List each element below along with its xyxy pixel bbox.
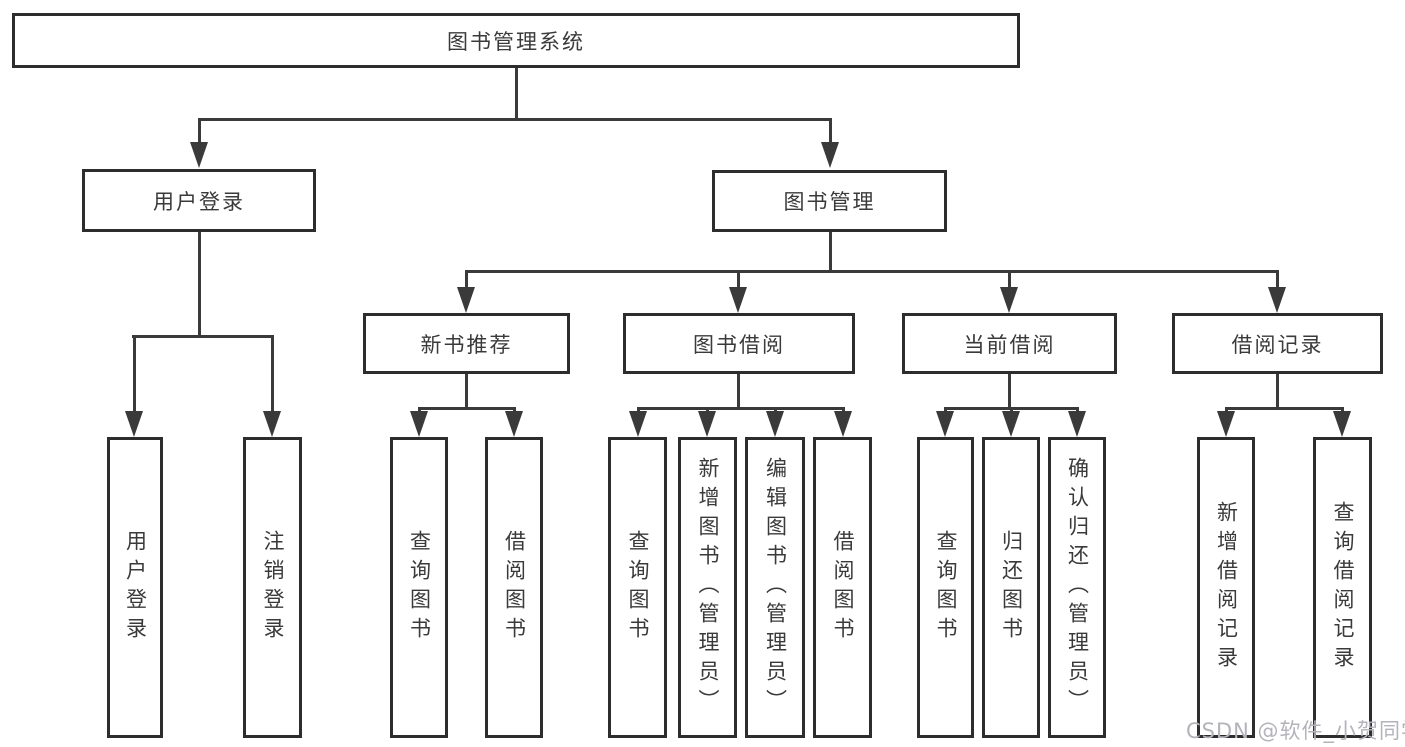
arrowhead-leaf (1002, 411, 1020, 437)
node-label: 图书管理系统 (447, 29, 585, 54)
leaf-borrow-books-borrowing: 借阅图书 (813, 437, 872, 738)
leaf-label: 新增借阅记录 (1214, 500, 1239, 675)
leaf-label: 归还图书 (999, 529, 1024, 646)
leaf-query-books-current: 查询图书 (917, 437, 974, 738)
leaf-add-borrow-record: 新增借阅记录 (1197, 437, 1255, 738)
node-new-book-recommendation: 新书推荐 (363, 313, 570, 374)
node-borrowing-records: 借阅记录 (1172, 313, 1383, 374)
arrowhead-leaf (1333, 411, 1351, 437)
connector-leaf-shaft (271, 335, 274, 412)
leaf-user-login: 用户登录 (107, 437, 163, 738)
arrowhead-leaf (505, 411, 523, 437)
connector-borrowing-records-stub (1276, 374, 1279, 410)
arrowhead-book-management (821, 142, 839, 168)
leaf-edit-book-admin: 编辑图书（管理员） (745, 437, 805, 738)
connector-new-book-rail (418, 407, 516, 410)
node-label: 用户登录 (153, 189, 245, 214)
leaf-add-book-admin: 新增图书（管理员） (678, 437, 737, 738)
arrowhead-leaf (263, 411, 281, 437)
leaf-label: 借阅图书 (502, 529, 527, 646)
node-label: 图书管理 (783, 190, 876, 214)
arrowhead-user-login (190, 142, 208, 168)
connector-book-management-shaft (829, 118, 832, 144)
arrowhead-leaf (936, 411, 954, 437)
leaf-query-borrow-record: 查询借阅记录 (1313, 437, 1372, 738)
node-label: 当前借阅 (963, 332, 1056, 357)
node-book-management: 图书管理 (712, 170, 947, 232)
leaf-label: 新增图书（管理员） (696, 457, 720, 718)
connector-root-stub (515, 68, 518, 120)
node-book-borrowing: 图书借阅 (623, 313, 855, 374)
connector-user-login-shaft (198, 118, 201, 144)
connector-book-borrowing-stub (737, 374, 740, 410)
leaf-label: 查询图书 (626, 529, 650, 646)
node-label: 新书推荐 (420, 332, 513, 357)
connector-leaf-shaft (133, 335, 136, 412)
arrowhead-leaf (1068, 411, 1086, 437)
leaf-label: 查询借阅记录 (1331, 500, 1355, 675)
arrowhead-leaf (629, 411, 647, 437)
leaf-label: 注销登录 (261, 529, 285, 646)
arrowhead-leaf (1217, 411, 1235, 437)
connector-borrowing-records-rail (1225, 407, 1344, 410)
leaf-label: 查询图书 (934, 529, 958, 646)
arrowhead-leaf (766, 411, 784, 437)
leaf-label: 编辑图书（管理员） (763, 457, 788, 718)
leaf-label: 借阅图书 (831, 529, 855, 646)
arrowhead-borrowing-records (1268, 287, 1286, 313)
leaf-label: 用户登录 (123, 529, 148, 646)
node-label: 借阅记录 (1231, 332, 1324, 357)
connector-book-management-stub (829, 232, 832, 273)
arrowhead-book-borrowing (729, 287, 747, 313)
connector-book-borrowing-rail (637, 407, 844, 410)
node-label: 图书借阅 (693, 332, 785, 357)
connector-level3-shaft (1276, 270, 1279, 288)
connector-current-borrowing-stub (1008, 374, 1011, 410)
leaf-query-books-recommend: 查询图书 (390, 437, 448, 738)
leaf-label: 查询图书 (407, 529, 432, 646)
arrowhead-leaf (834, 411, 852, 437)
arrowhead-leaf (698, 411, 716, 437)
leaf-borrow-books-recommend: 借阅图书 (485, 437, 543, 738)
connector-new-book-stub (465, 374, 468, 410)
arrowhead-new-book-recommendation (457, 287, 475, 313)
connector-level3-shaft (465, 270, 468, 288)
leaf-label: 确认归还（管理员） (1065, 457, 1090, 718)
connector-level2-rail (198, 118, 832, 121)
connector-level3-rail (465, 270, 1279, 273)
arrowhead-leaf (410, 411, 428, 437)
leaf-confirm-return-admin: 确认归还（管理员） (1048, 437, 1106, 738)
arrowhead-current-borrowing (1000, 287, 1018, 313)
connector-user-login-stub (198, 232, 201, 338)
leaf-query-books-borrowing: 查询图书 (608, 437, 667, 738)
connector-level3-shaft (1008, 270, 1011, 288)
node-user-login: 用户登录 (82, 169, 316, 232)
arrowhead-leaf (125, 411, 143, 437)
node-book-management-system: 图书管理系统 (12, 13, 1020, 68)
connector-user-login-rail (132, 335, 274, 338)
node-current-borrowing: 当前借阅 (902, 313, 1117, 374)
connector-level3-shaft (737, 270, 740, 288)
csdn-watermark: CSDN @软件_小贺同学 (1186, 719, 1405, 743)
leaf-logout: 注销登录 (243, 437, 302, 738)
leaf-return-books: 归还图书 (982, 437, 1040, 738)
